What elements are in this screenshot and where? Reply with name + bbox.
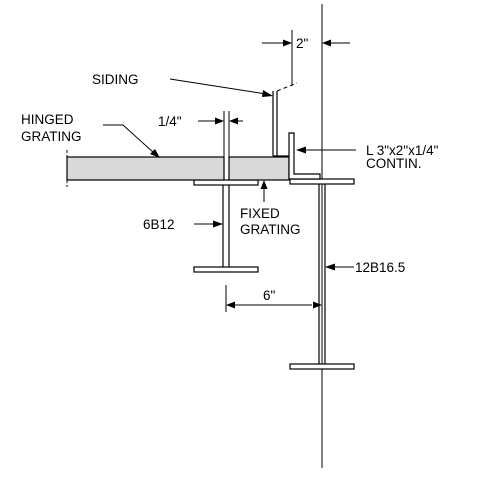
quarter-inch-right-arrowhead — [229, 117, 238, 125]
large-beam-bottom-flange — [289, 363, 355, 370]
hinged-grating-callout: HINGED GRATING — [21, 112, 160, 158]
six-inch-right-arrowhead — [313, 301, 322, 309]
large-beam-12b16-5 — [289, 178, 355, 370]
hinged-label-line2: GRATING — [21, 129, 82, 144]
quarter-inch-label: 1/4" — [158, 114, 182, 129]
quarter-inch-left-arrowhead — [215, 117, 224, 125]
angle-label-line2: CONTIN. — [366, 156, 422, 171]
six-inch-left-arrowhead — [226, 301, 235, 309]
hinged-grating-leader-arrowhead — [150, 149, 160, 158]
two-inch-left-arrowhead — [283, 39, 292, 47]
two-inch-dimension: 2" — [262, 30, 350, 86]
siding-label: SIDING — [92, 72, 139, 87]
fixed-grating-bar — [228, 156, 290, 181]
siding-leader — [169, 78, 267, 95]
fixed-grating-leader-arrowhead — [260, 180, 268, 189]
hinged-label-line1: HINGED — [21, 112, 74, 127]
small-beam-leader-arrowhead — [213, 220, 223, 228]
large-beam-callout: 12B16.5 — [325, 260, 405, 275]
small-beam-label: 6B12 — [143, 217, 175, 232]
fixed-grating-callout: FIXED GRATING — [240, 180, 301, 237]
angle-callout: L 3"x2"x1/4" CONTIN. — [296, 143, 439, 171]
angle-label-line1: L 3"x2"x1/4" — [366, 143, 439, 158]
quarter-inch-dimension: 1/4" — [158, 111, 243, 157]
siding — [272, 82, 298, 157]
hinged-grating-leader — [103, 124, 155, 154]
siding-break-line — [276, 82, 298, 92]
large-beam-leader-arrowhead — [325, 263, 335, 271]
small-beam-6b12 — [193, 179, 259, 273]
large-beam-top-flange — [289, 178, 355, 185]
angle-section — [288, 132, 321, 180]
two-inch-label: 2" — [296, 36, 309, 51]
fixed-label-line1: FIXED — [240, 206, 280, 221]
six-inch-label: 6" — [263, 288, 276, 303]
hinged-grating — [66, 150, 225, 187]
large-beam-label: 12B16.5 — [355, 260, 405, 275]
six-inch-dimension: 6" — [225, 285, 322, 312]
angle-leader-arrowhead — [296, 146, 306, 154]
small-beam-top-flange — [193, 179, 259, 186]
two-inch-right-arrowhead — [322, 39, 331, 47]
fixed-label-line2: GRATING — [240, 222, 301, 237]
small-beam-bottom-flange — [193, 266, 259, 273]
siding-leader-arrowhead — [262, 90, 273, 97]
siding-callout: SIDING — [92, 72, 273, 97]
hinged-grating-bar — [66, 156, 225, 181]
continuous-angle — [288, 132, 321, 180]
small-beam-callout: 6B12 — [143, 217, 223, 232]
